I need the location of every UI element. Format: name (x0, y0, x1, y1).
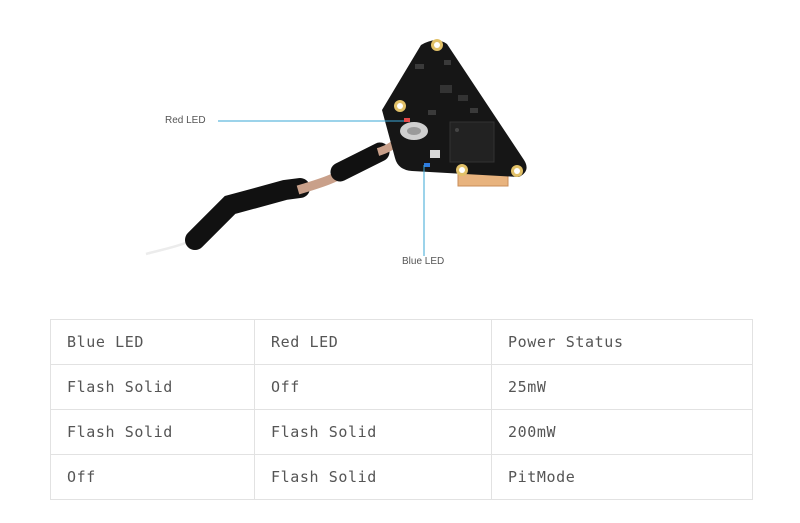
table-cell: Flash Solid (254, 454, 492, 500)
main-chip (449, 121, 495, 163)
table-cell: Off (254, 364, 492, 410)
table-cell: 200mW (491, 409, 753, 455)
table-cell: PitMode (491, 454, 753, 500)
table-cell: Flash Solid (254, 409, 492, 455)
vtx-board-illustration (145, 39, 527, 256)
component (415, 64, 424, 69)
table-cell: Flash Solid (50, 364, 255, 410)
component (430, 150, 440, 158)
solder-joint-core (407, 127, 421, 135)
header-blue-led: Blue LED (50, 319, 255, 365)
component (444, 60, 451, 65)
mount-hole-center (397, 103, 403, 109)
table-header-row: Blue LED Red LED Power Status (50, 319, 753, 365)
table-cell: Flash Solid (50, 409, 255, 455)
table-row: Off Flash Solid PitMode (50, 454, 753, 500)
component (440, 85, 452, 93)
chip-marker (455, 128, 459, 132)
table-cell: Off (50, 454, 255, 500)
mount-hole-center (434, 42, 440, 48)
header-power-status: Power Status (491, 319, 753, 365)
mount-hole-center (514, 168, 520, 174)
led-power-status-table: Blue LED Red LED Power Status Flash Soli… (50, 319, 753, 500)
red-led (404, 118, 410, 122)
table-row: Flash Solid Flash Solid 200mW (50, 409, 753, 455)
red-led-callout-label: Red LED (165, 115, 206, 126)
blue-led (424, 163, 430, 167)
antenna-heatshrink (185, 178, 310, 250)
component (428, 110, 436, 115)
table-row: Flash Solid Off 25mW (50, 364, 753, 410)
component (470, 108, 478, 113)
table-cell: 25mW (491, 364, 753, 410)
product-photo-area: Red LED Blue LED (145, 39, 527, 267)
component (458, 95, 468, 101)
blue-led-callout-label: Blue LED (402, 256, 445, 267)
mount-hole-center (459, 167, 465, 173)
header-red-led: Red LED (254, 319, 492, 365)
cable-heatshrink (330, 142, 390, 182)
